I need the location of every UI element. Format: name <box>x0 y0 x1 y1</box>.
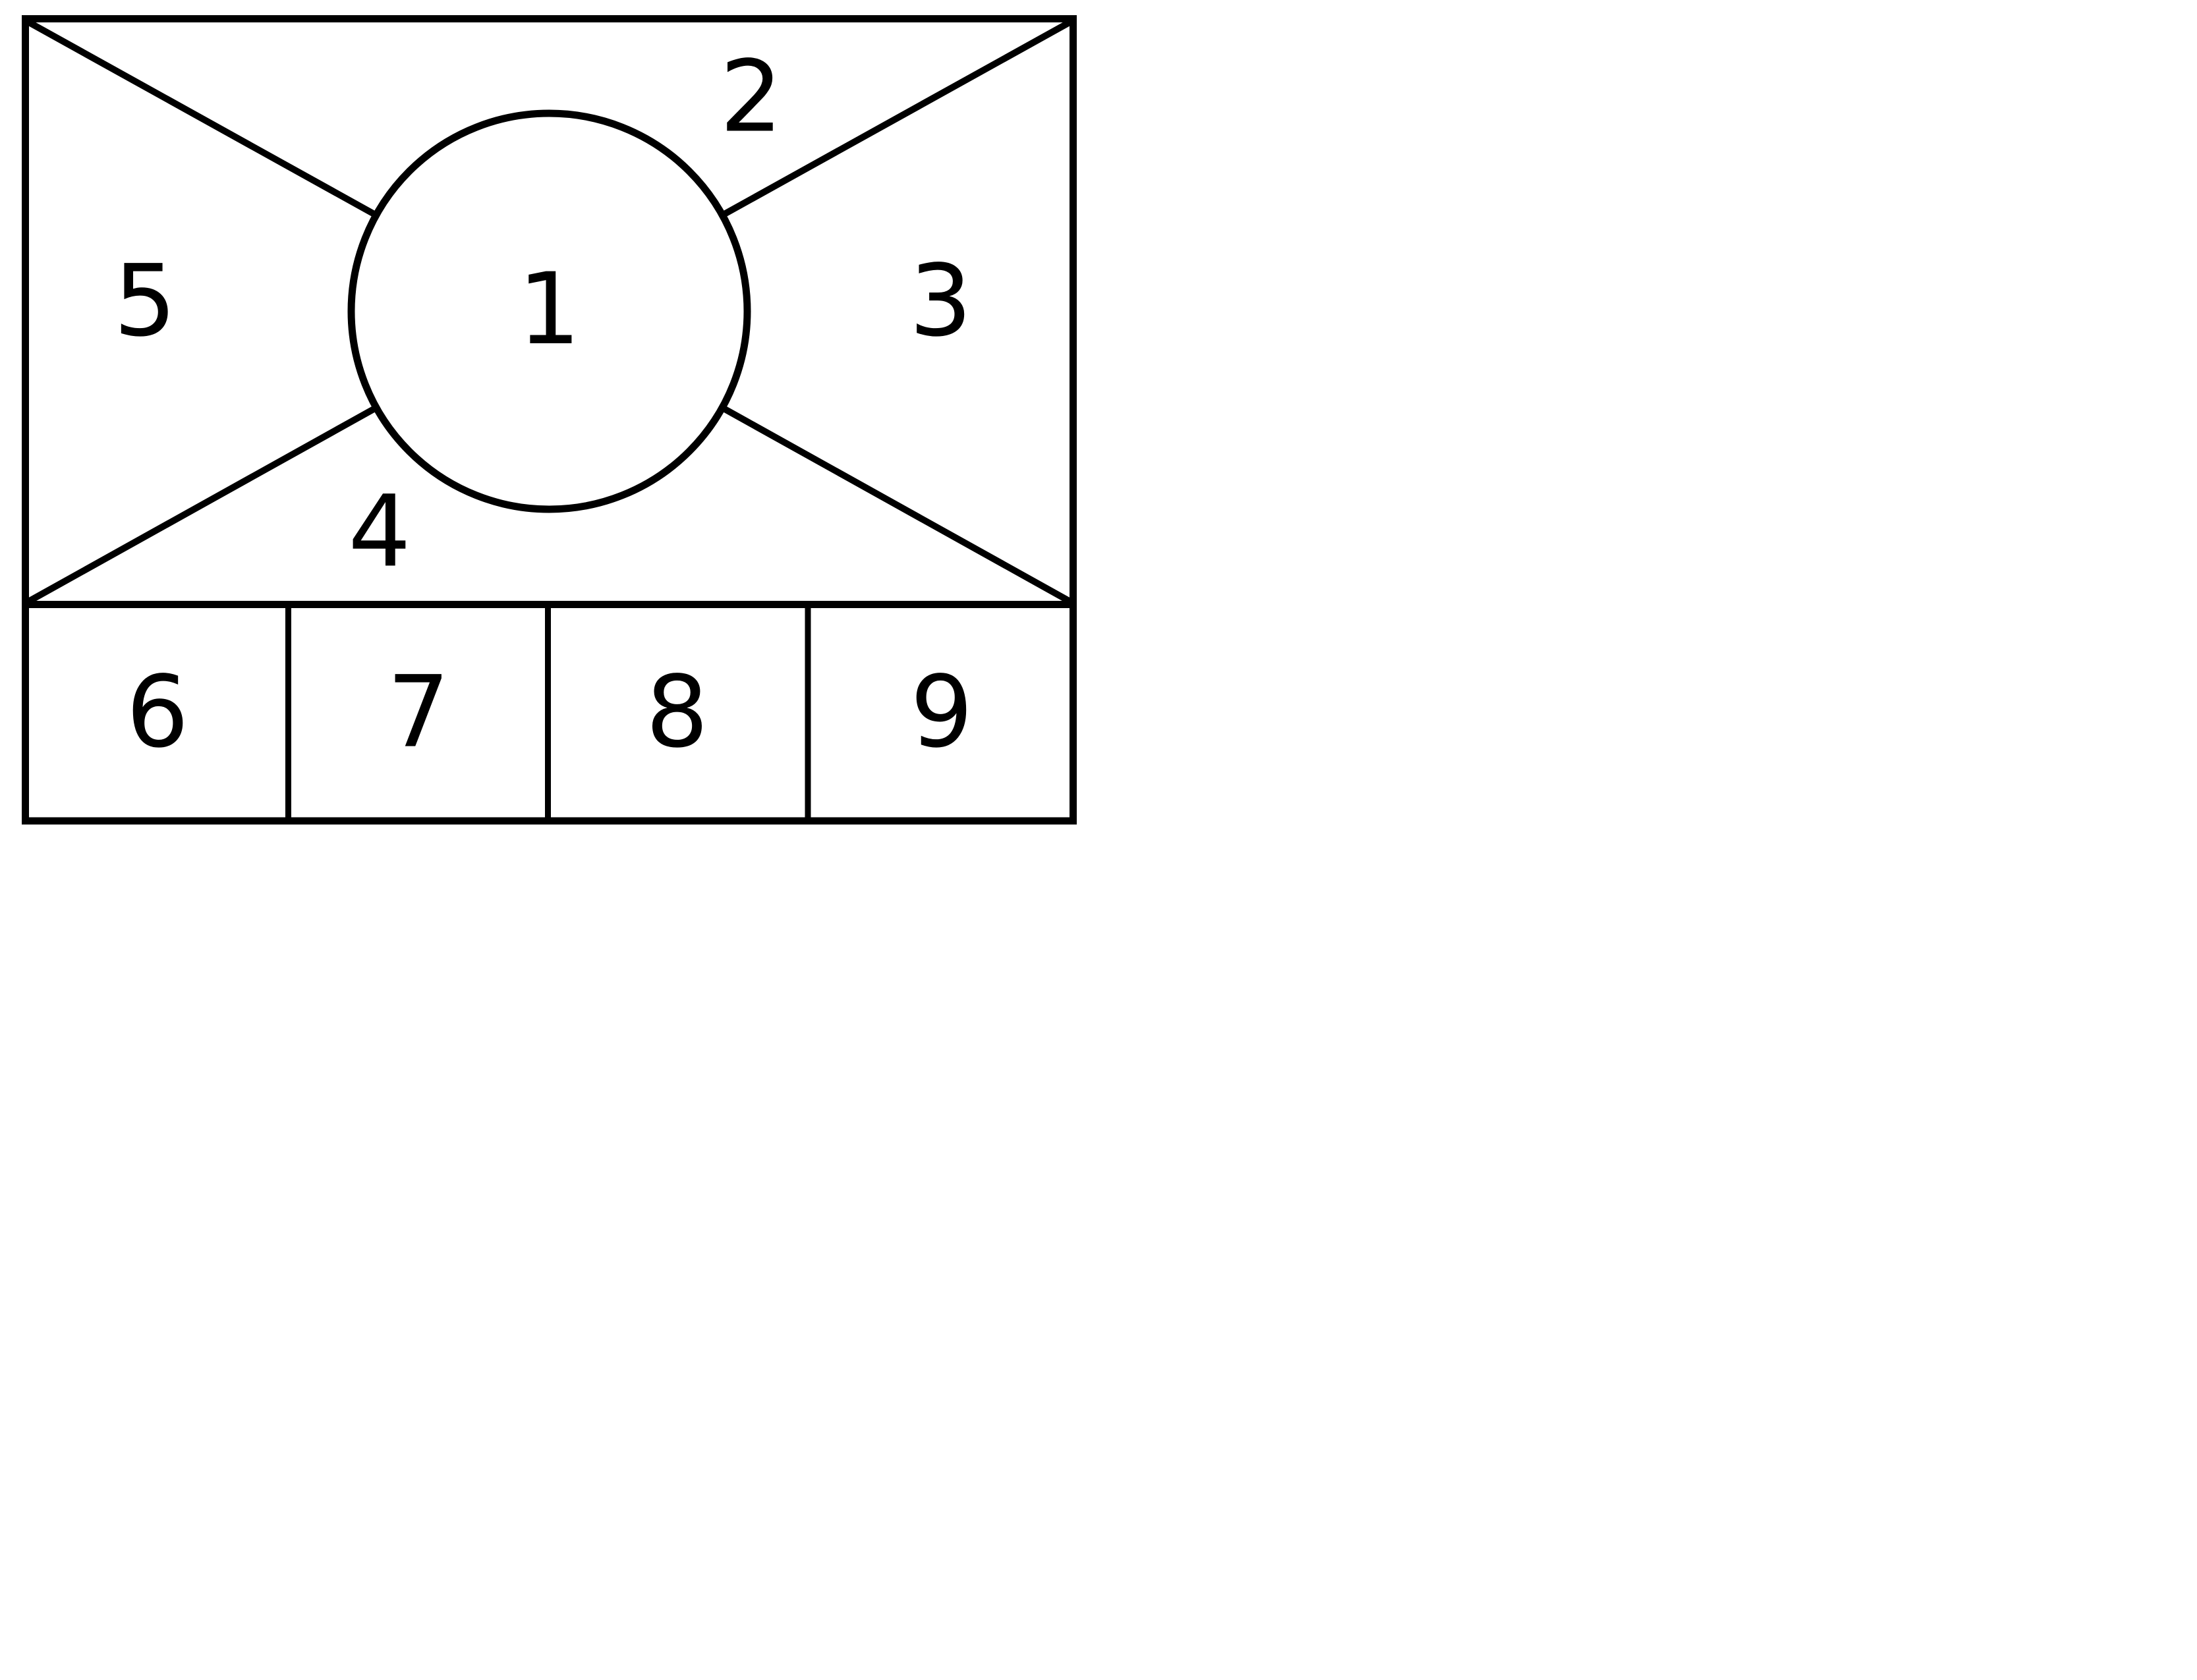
top-region-label: 2 <box>720 40 782 155</box>
cell-4-label: 9 <box>910 656 973 770</box>
envelope-partition-diagram: 1 2 3 4 5 6 7 8 9 <box>22 15 1077 825</box>
center-circle <box>347 109 751 513</box>
labels: 1 2 3 4 5 6 7 8 9 <box>113 40 973 770</box>
circle-region-label: 1 <box>518 252 581 367</box>
diagram-page: 1 2 3 4 5 6 7 8 9 <box>0 0 1098 840</box>
cell-3-label: 8 <box>646 656 708 770</box>
bottom-region-label: 4 <box>348 475 411 590</box>
line-work <box>22 15 1077 825</box>
outer-border <box>22 15 1077 825</box>
left-region-label: 5 <box>113 244 176 359</box>
cell-2-label: 7 <box>387 656 449 770</box>
cell-1-label: 6 <box>126 656 188 770</box>
right-region-label: 3 <box>909 244 972 359</box>
